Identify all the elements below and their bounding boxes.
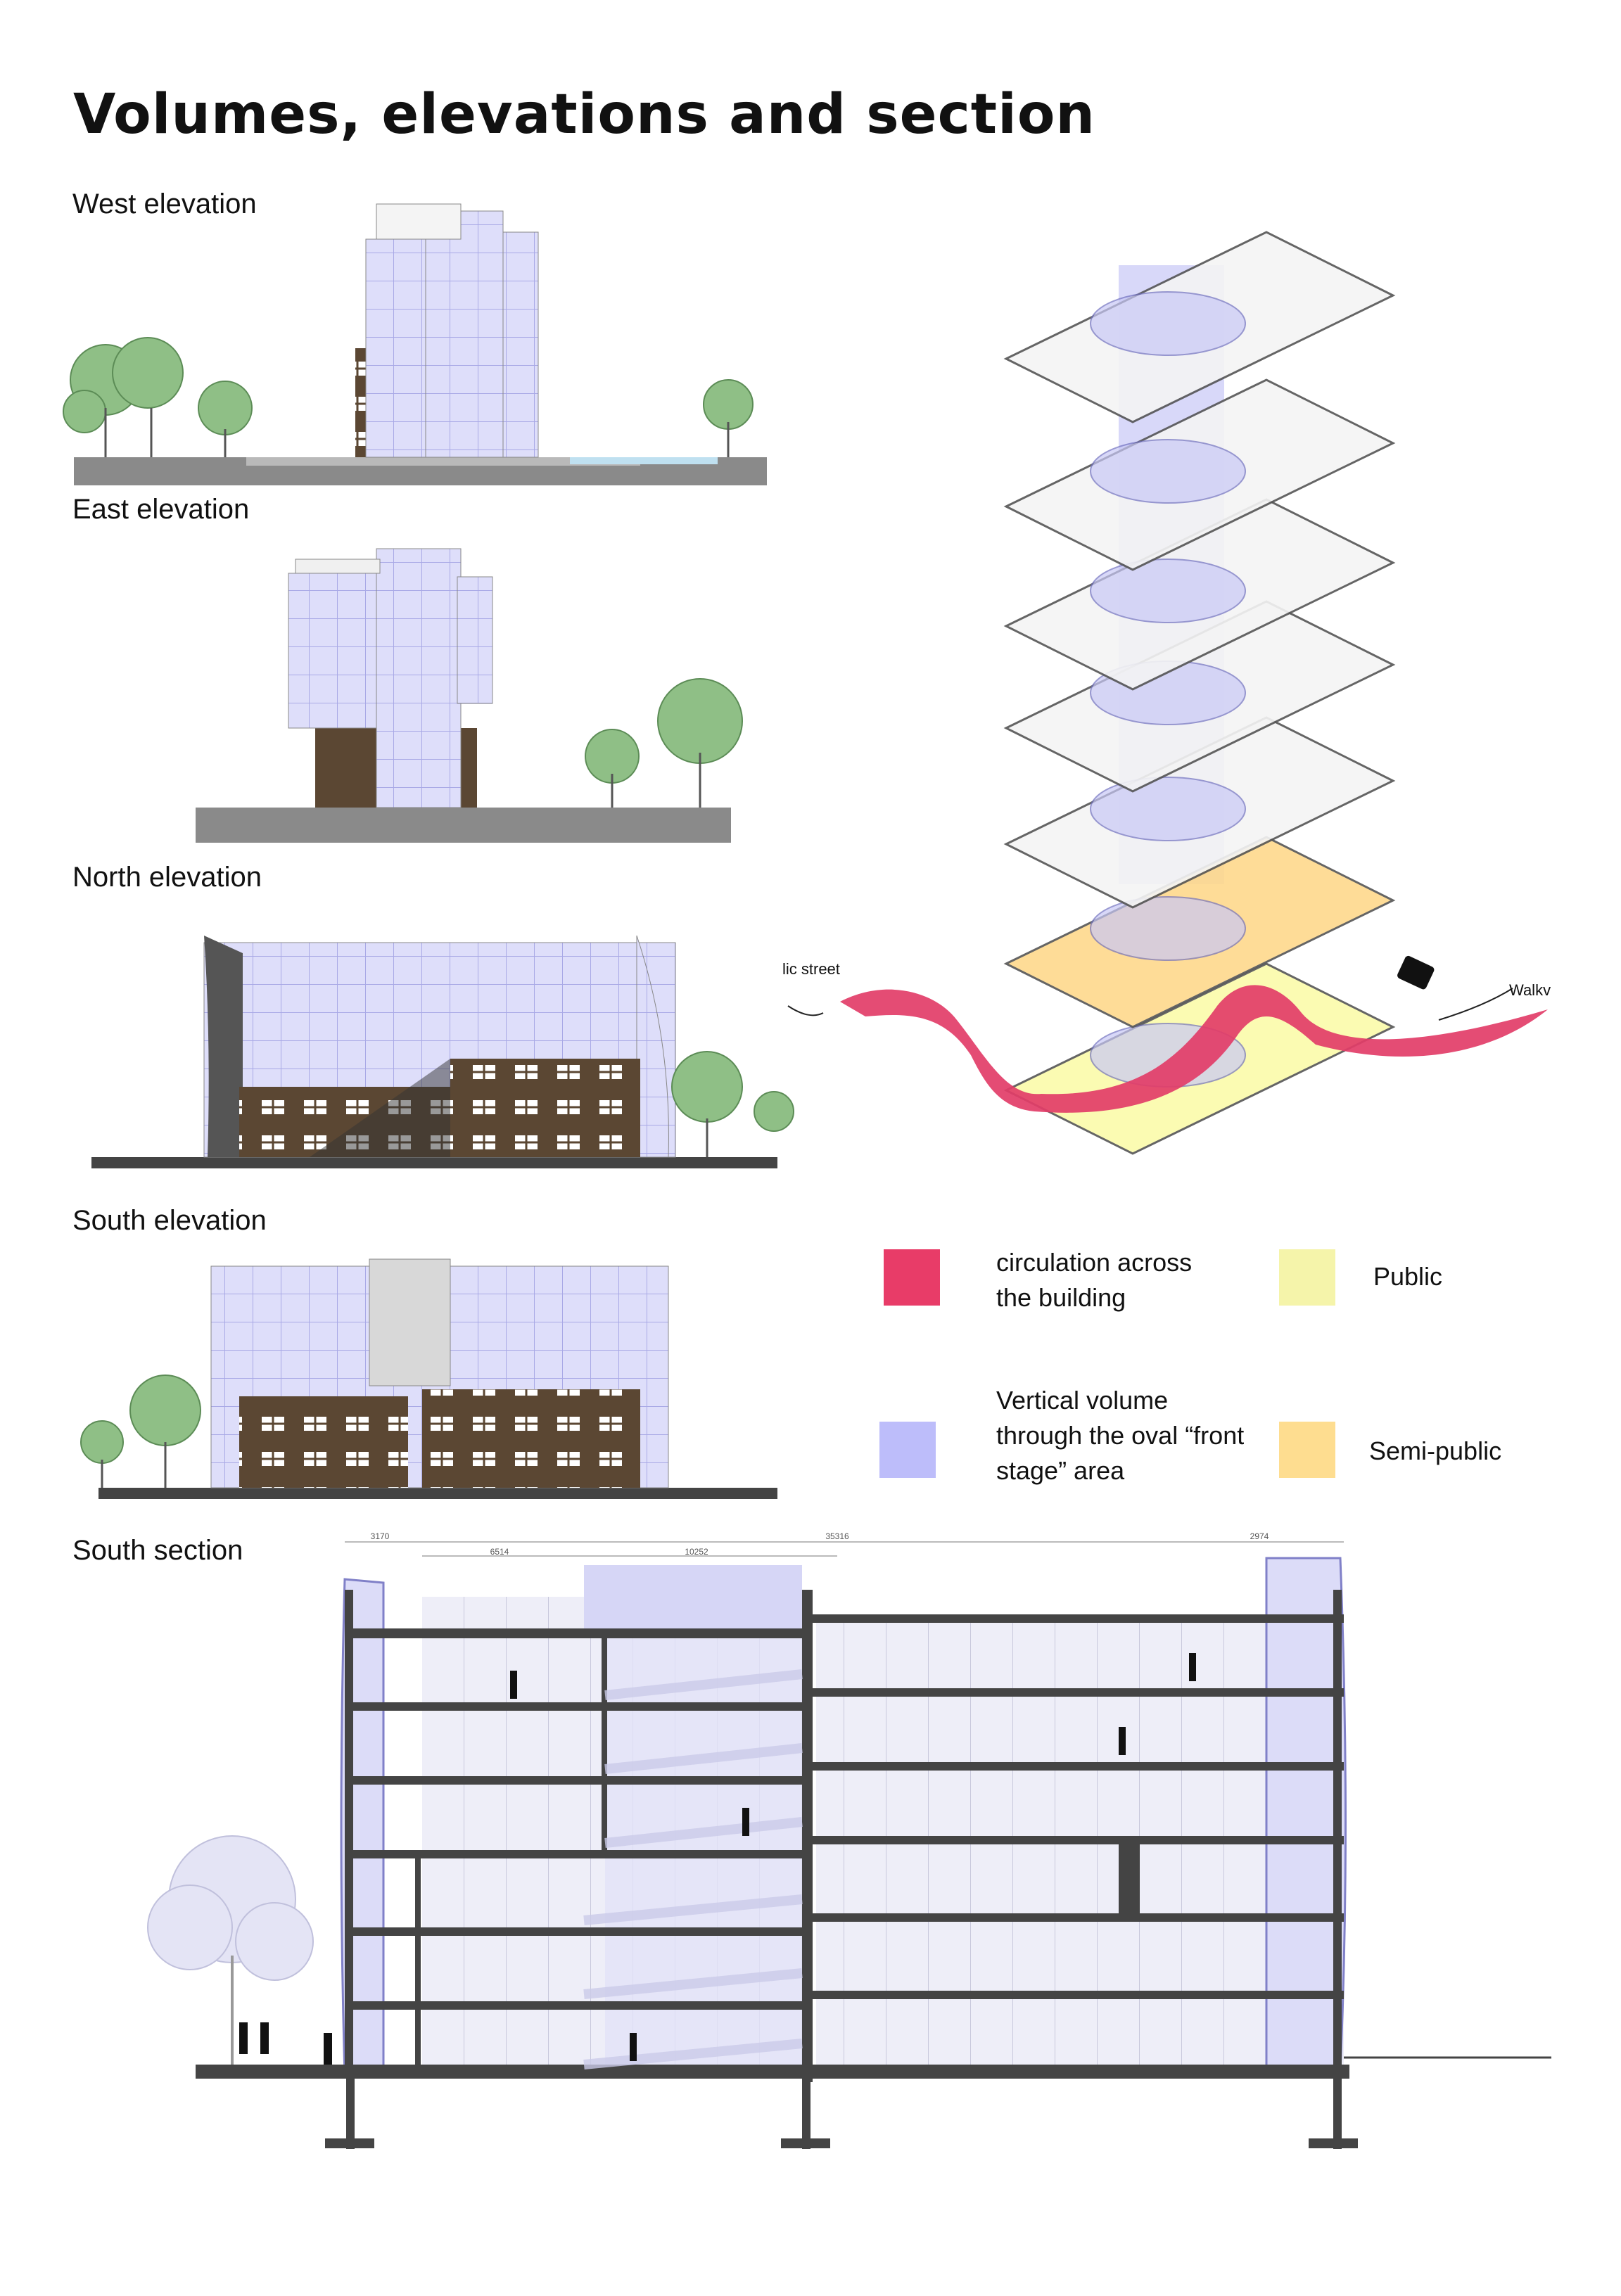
- south-elevation-drawing: [80, 1258, 777, 1499]
- west-elevation-label: West elevation: [72, 189, 257, 219]
- legend-swatch-public: [1279, 1249, 1335, 1306]
- dim-label: 6514: [490, 1547, 509, 1557]
- legend-swatch-semi-public: [1279, 1422, 1335, 1478]
- dim-label: 10252: [685, 1547, 708, 1557]
- north-elevation-label: North elevation: [72, 862, 262, 893]
- oval-stage: [1090, 291, 1246, 356]
- oval-stage: [1090, 896, 1246, 961]
- legend-swatch-circulation: [884, 1249, 940, 1306]
- dim-label: 2974: [1250, 1531, 1269, 1541]
- dim-label: 35316: [825, 1531, 849, 1541]
- east-elevation-drawing: [196, 548, 743, 843]
- page-title: Volumes, elevations and section: [73, 83, 1095, 146]
- south-elevation-label: South elevation: [72, 1205, 267, 1236]
- south-section-label: South section: [72, 1535, 243, 1566]
- west-elevation-drawing: [63, 203, 767, 485]
- floor-plates: [1003, 231, 1396, 1155]
- floor-slabs: [196, 1590, 1358, 2149]
- tree-drawing: [147, 1835, 314, 1981]
- oval-stage: [1090, 559, 1246, 623]
- axonometric-drawing: lic street Walkv: [782, 231, 1551, 1155]
- walkway-label: Walkv: [1509, 981, 1551, 999]
- car-icon: [1397, 955, 1435, 990]
- south-section-drawing: 3170 6514 10252 35316 2974: [147, 1531, 1551, 2149]
- east-elevation-label: East elevation: [72, 494, 250, 525]
- public-street-label: lic street: [782, 960, 840, 978]
- north-elevation-drawing: [91, 935, 794, 1168]
- circulation-ribbon: [840, 985, 1548, 1113]
- dim-label: 3170: [371, 1531, 390, 1541]
- legend-swatch-vertical-volume: [879, 1422, 936, 1478]
- legend-label-public: Public: [1373, 1262, 1443, 1291]
- oval-stage: [1090, 439, 1246, 504]
- oval-stage: [1090, 777, 1246, 841]
- legend-label-semi-public: Semi-public: [1369, 1436, 1502, 1465]
